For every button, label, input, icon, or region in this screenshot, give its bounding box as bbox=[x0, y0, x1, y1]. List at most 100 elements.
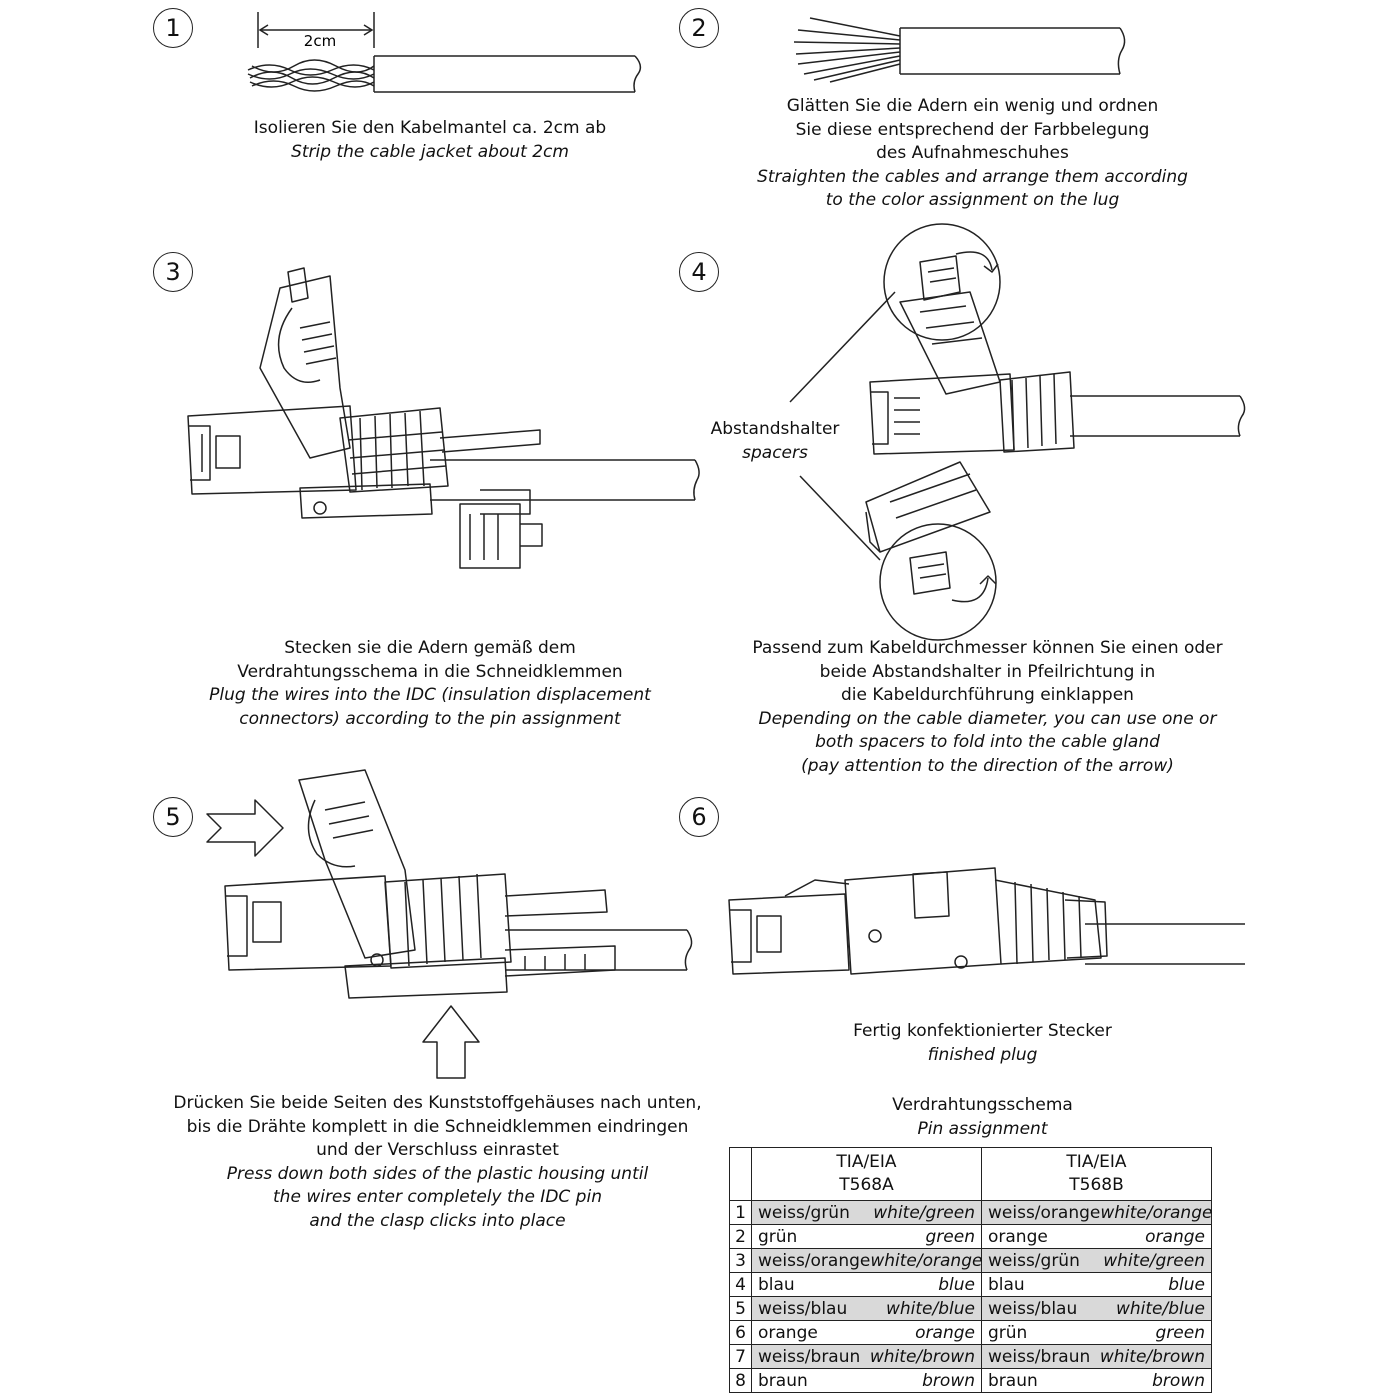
step-5-caption: Drücken Sie beide Seiten des Kunststoffg… bbox=[170, 1092, 705, 1233]
step-5-text-de-3: und der Verschluss einrastet bbox=[316, 1140, 559, 1160]
t568a-cell: weiss/blau white/blue bbox=[751, 1296, 982, 1321]
stripped-cable-illustration: 2cm bbox=[240, 8, 660, 103]
t568a-color-de: weiss/blau bbox=[758, 1298, 848, 1319]
pin-assignment-title-de: Verdrahtungsschema bbox=[892, 1095, 1073, 1115]
table-header-row: TIA/EIA T568A TIA/EIA T568B bbox=[729, 1147, 1212, 1201]
step-3-text-en-1: Plug the wires into the IDC (insulation … bbox=[209, 685, 651, 705]
t568a-cell: braun brown bbox=[751, 1368, 982, 1393]
t568a-color-en: white/blue bbox=[885, 1298, 975, 1319]
spacers-callout: Abstandshalter spacers bbox=[700, 418, 850, 465]
t568a-color-en: white/green bbox=[873, 1202, 975, 1223]
step-2-text-de-1: Glätten Sie die Adern ein wenig und ordn… bbox=[786, 96, 1159, 116]
t568a-color-de: weiss/grün bbox=[758, 1202, 850, 1223]
step-number-4: 4 bbox=[679, 252, 719, 292]
t568b-color-en: orange bbox=[1145, 1226, 1205, 1247]
t568a-color-en: white/brown bbox=[869, 1346, 975, 1367]
t568b-line2: T568B bbox=[1069, 1175, 1124, 1195]
step-3-text-en-2: connectors) according to the pin assignm… bbox=[239, 708, 621, 729]
t568a-color-en: brown bbox=[922, 1370, 975, 1391]
step-4-caption: Passend zum Kabeldurchmesser können Sie … bbox=[740, 637, 1235, 778]
step-number-5: 5 bbox=[153, 797, 193, 837]
pin-assignment-title: Verdrahtungsschema Pin assignment bbox=[840, 1094, 1125, 1141]
table-header-t568b: TIA/EIA T568B bbox=[981, 1147, 1212, 1201]
t568a-cell: weiss/grün white/green bbox=[751, 1200, 982, 1225]
t568b-line1: TIA/EIA bbox=[1066, 1152, 1127, 1172]
pin-number: 1 bbox=[729, 1200, 752, 1225]
step-4-text-de-1: Passend zum Kabeldurchmesser können Sie … bbox=[752, 638, 1223, 658]
table-header-pin bbox=[729, 1147, 752, 1201]
t568a-color-de: braun bbox=[758, 1370, 808, 1391]
step-4-text-en-3: (pay attention to the direction of the a… bbox=[801, 755, 1174, 776]
t568a-cell: grün green bbox=[751, 1224, 982, 1249]
pin-number: 4 bbox=[729, 1272, 752, 1297]
pin-number: 8 bbox=[729, 1368, 752, 1393]
t568b-color-en: white/orange bbox=[1100, 1202, 1213, 1223]
step-5-text-de-2: bis die Drähte komplett in die Schneidkl… bbox=[186, 1116, 689, 1137]
step-number-3: 3 bbox=[153, 252, 193, 292]
t568b-color-de: grün bbox=[988, 1322, 1028, 1343]
step-2-text-de-3: des Aufnahmeschuhes bbox=[876, 143, 1069, 163]
step-2-text-en-1: Straighten the cables and arrange them a… bbox=[757, 166, 1188, 187]
press-housing-illustration bbox=[205, 770, 695, 1080]
step-1-text-de: Isolieren Sie den Kabelmantel ca. 2cm ab bbox=[253, 118, 607, 138]
step-4-text-en-2: both spacers to fold into the cable glan… bbox=[815, 732, 1160, 752]
t568a-color-en: green bbox=[925, 1226, 975, 1247]
t568a-color-de: orange bbox=[758, 1322, 818, 1343]
t568b-color-en: white/green bbox=[1103, 1250, 1205, 1271]
step-5-text-de-1: Drücken Sie beide Seiten des Kunststoffg… bbox=[173, 1093, 702, 1113]
step-2-text-en-2: to the color assignment on the lug bbox=[825, 190, 1120, 210]
step-5-text-en-2: the wires enter completely the IDC pin bbox=[273, 1187, 602, 1207]
finished-plug-illustration bbox=[725, 840, 1250, 985]
table-row: 2 grün green orange orange bbox=[729, 1224, 1212, 1249]
pin-number: 2 bbox=[729, 1224, 752, 1249]
t568a-color-en: blue bbox=[938, 1274, 975, 1295]
t568b-color-de: weiss/braun bbox=[988, 1346, 1091, 1367]
spacers-callout-de: Abstandshalter bbox=[710, 419, 840, 439]
t568b-color-de: orange bbox=[988, 1226, 1048, 1247]
step-number-1: 1 bbox=[153, 8, 193, 48]
step-3-caption: Stecken sie die Adern gemäß dem Verdraht… bbox=[200, 637, 660, 731]
step-1-text-en: Strip the cable jacket about 2cm bbox=[291, 141, 569, 162]
t568b-color-en: brown bbox=[1152, 1370, 1205, 1391]
step-number-6: 6 bbox=[679, 797, 719, 837]
step-6-caption: Fertig konfektionierter Stecker finished… bbox=[830, 1020, 1135, 1067]
dimension-label: 2cm bbox=[304, 32, 336, 50]
t568b-color-en: blue bbox=[1168, 1274, 1205, 1295]
step-3-text-de-2: Verdrahtungsschema in die Schneidklemmen bbox=[237, 661, 623, 682]
t568a-color-de: grün bbox=[758, 1226, 798, 1247]
table-header-t568a: TIA/EIA T568A bbox=[751, 1147, 982, 1201]
t568b-color-en: green bbox=[1155, 1322, 1205, 1343]
straightened-wires-illustration bbox=[790, 14, 1140, 84]
t568b-color-de: weiss/orange bbox=[988, 1202, 1101, 1223]
t568b-color-de: weiss/grün bbox=[988, 1250, 1080, 1271]
step-number-2: 2 bbox=[679, 8, 719, 48]
step-6-text-en: finished plug bbox=[927, 1044, 1038, 1065]
step-3-text-de-1: Stecken sie die Adern gemäß dem bbox=[284, 638, 576, 658]
t568a-color-en: white/orange bbox=[870, 1250, 983, 1271]
pin-number: 5 bbox=[729, 1296, 752, 1321]
t568b-color-de: weiss/blau bbox=[988, 1298, 1078, 1319]
pin-number: 7 bbox=[729, 1344, 752, 1369]
step-1-caption: Isolieren Sie den Kabelmantel ca. 2cm ab… bbox=[230, 117, 630, 164]
t568b-cell: grün green bbox=[981, 1320, 1212, 1345]
step-4-text-en-1: Depending on the cable diameter, you can… bbox=[758, 708, 1217, 729]
t568b-cell: orange orange bbox=[981, 1224, 1212, 1249]
spacers-illustration bbox=[770, 212, 1250, 632]
pin-assignment-title-en: Pin assignment bbox=[917, 1118, 1048, 1139]
